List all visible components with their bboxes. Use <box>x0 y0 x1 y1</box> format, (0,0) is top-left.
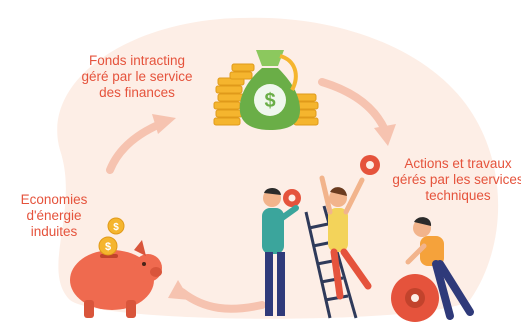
money-bag-icon: $ <box>239 50 300 130</box>
arrow-head-left <box>152 114 176 134</box>
gear-icon <box>283 155 380 207</box>
label-actions: Actions et travaux gérés par les service… <box>388 156 521 204</box>
label-funds-line-1: Fonds intracting <box>88 53 186 68</box>
label-actions-line-3: techniques <box>425 188 491 203</box>
label-savings: Economies d'énergie induites <box>4 192 104 240</box>
worker-figure-right <box>405 217 474 320</box>
arrow-top-right <box>318 78 389 134</box>
label-savings-line-1: Economies <box>20 192 88 207</box>
worker-figure-ladder <box>319 175 372 300</box>
label-actions-line-2: gérés par les services <box>392 172 521 187</box>
label-savings-line-3: induites <box>30 224 78 239</box>
label-actions-line-1: Actions et travaux <box>404 156 512 171</box>
coin-stacks <box>213 63 319 126</box>
dollar-icon: $ <box>264 90 275 112</box>
worker-figure-left <box>262 187 299 316</box>
arrow-head-bottom <box>168 280 190 300</box>
arrow-bottom <box>178 288 266 313</box>
large-gear-icon <box>391 274 439 322</box>
svg-text:$: $ <box>113 222 119 233</box>
falling-coins: $ $ <box>98 217 125 256</box>
cycle-arrows <box>106 78 389 313</box>
label-funds-line-2: géré par le service <box>81 69 193 84</box>
arrow-head-top-right <box>374 124 396 146</box>
arrow-left <box>106 120 164 174</box>
label-funds: Fonds intracting géré par le service des… <box>62 53 212 101</box>
label-funds-line-3: des finances <box>99 85 175 100</box>
label-savings-line-2: d'énergie <box>26 208 82 223</box>
arrow-heads <box>152 114 396 300</box>
svg-text:$: $ <box>105 241 111 253</box>
background-blob <box>57 17 499 319</box>
piggy-bank-icon <box>70 240 162 318</box>
